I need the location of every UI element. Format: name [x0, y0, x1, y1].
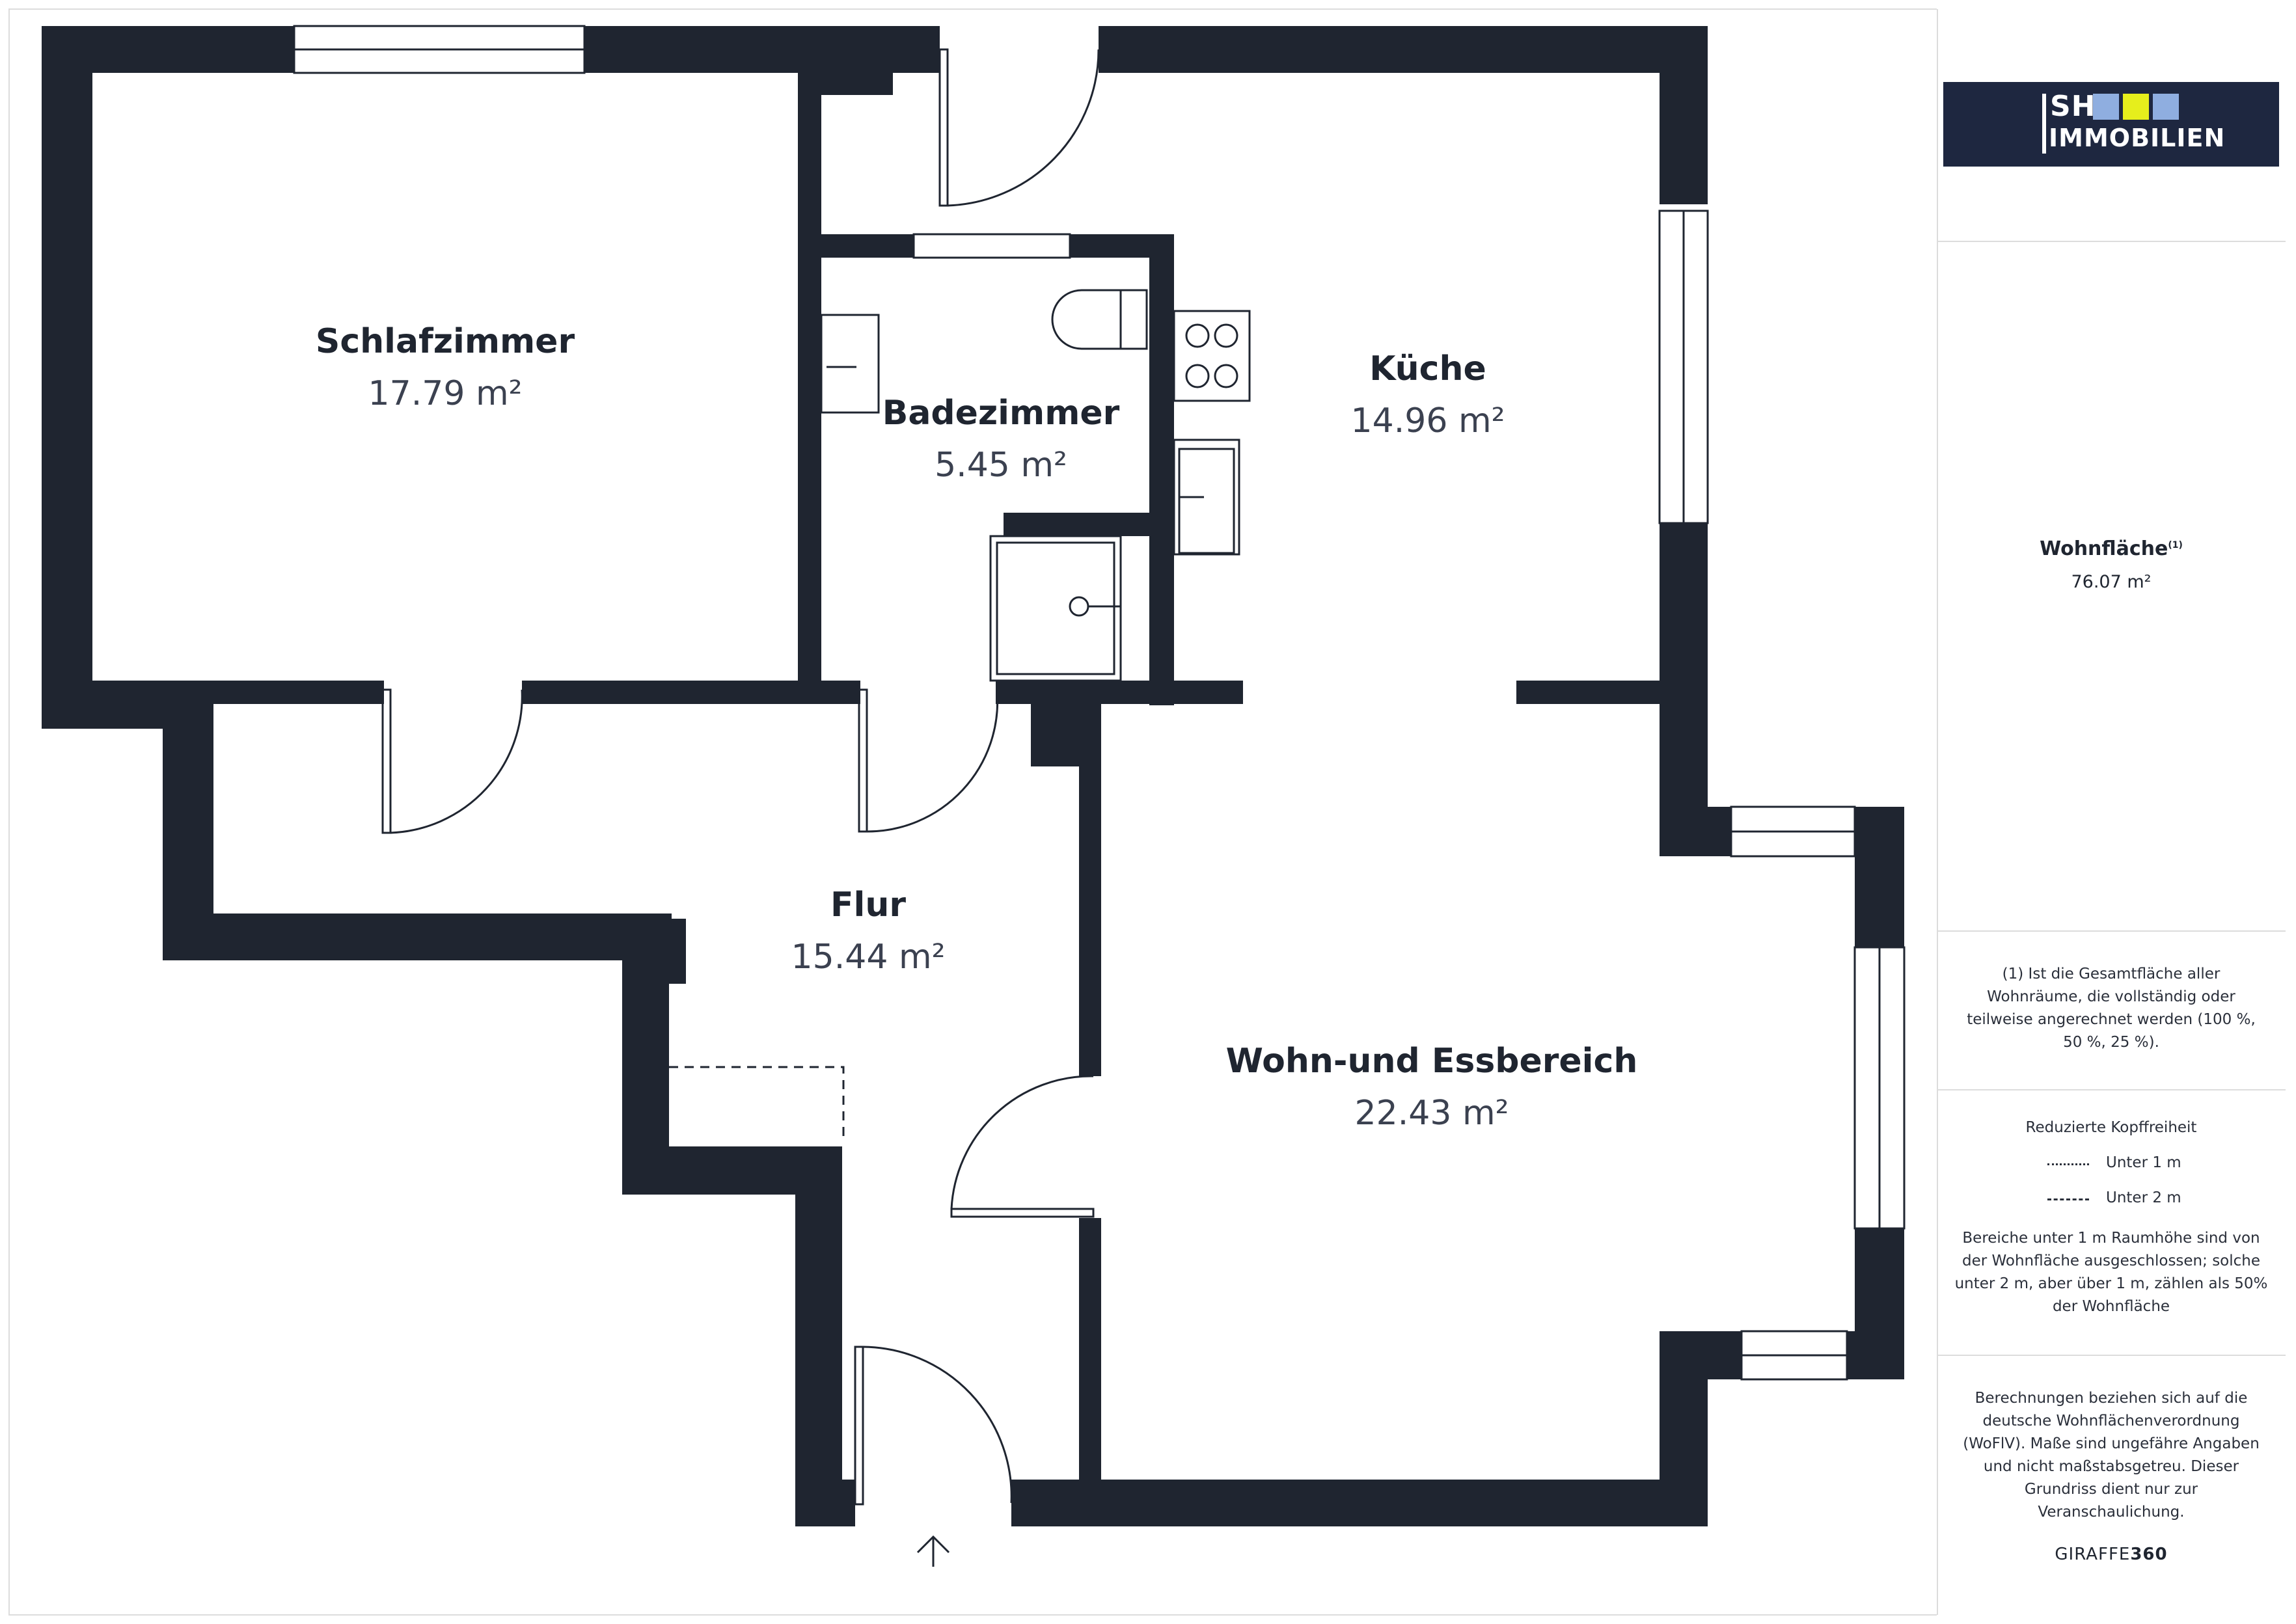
- doors: [381, 48, 1100, 1506]
- door-front: [854, 1346, 1013, 1506]
- svg-text:22.43 m²: 22.43 m²: [1355, 1094, 1509, 1133]
- logo-square-blue-1: [2093, 94, 2119, 120]
- brand-text-light: GIRAFFE: [2055, 1545, 2131, 1564]
- bathroom-sink-icon: [820, 314, 880, 414]
- wall: [1079, 1218, 1101, 1526]
- walls: [42, 26, 1904, 1526]
- logo-text-immobilien: IMMOBILIEN: [2049, 124, 2226, 152]
- wohnflaeche-block: Wohnfläche(1) 76.07 m²: [1937, 537, 2286, 592]
- disclaimer-text: Berechnungen beziehen sich auf die deuts…: [1963, 1390, 2260, 1521]
- footnote-text: (1) Ist die Gesamtfläche aller Wohnräume…: [1967, 966, 2256, 1051]
- logo-square-blue-2: [2153, 94, 2179, 120]
- room-label-schlafzimmer: Schlafzimmer 17.79 m²: [316, 322, 575, 413]
- brand-text-bold: 360: [2130, 1545, 2168, 1564]
- door-entry-top: [938, 48, 1100, 207]
- wall: [821, 681, 860, 704]
- logo-text-sh: SH: [2050, 90, 2096, 123]
- fixtures: [820, 289, 1251, 682]
- company-logo: SH IMMOBILIEN: [1943, 82, 2279, 167]
- svg-text:Küche: Küche: [1369, 349, 1486, 388]
- divider: [1937, 1355, 2286, 1356]
- legend-panel: SH IMMOBILIEN Wohnfläche(1) 76.07 m² (1)…: [1937, 9, 2286, 1616]
- svg-text:Wohn-und Essbereich: Wohn-und Essbereich: [1226, 1042, 1638, 1081]
- wall: [820, 26, 893, 95]
- wohnflaeche-label: Wohnfläche: [2040, 537, 2168, 560]
- wall: [1660, 523, 1708, 856]
- room-label-flur: Flur 15.44 m²: [791, 886, 946, 977]
- wall: [996, 681, 1243, 704]
- divider: [1937, 930, 2286, 932]
- logo-square-yellow: [2123, 94, 2149, 120]
- wohnflaeche-footnote-marker: (1): [2168, 540, 2183, 550]
- wall: [163, 914, 672, 960]
- kitchen-sink-icon: [1173, 439, 1240, 556]
- toilet-icon: [1051, 289, 1148, 350]
- shower-icon: [989, 535, 1122, 682]
- divider: [1937, 1089, 2286, 1090]
- entrance-arrow-icon: [916, 1535, 950, 1567]
- reduced-headroom-under-2m: [669, 1066, 845, 1140]
- wall: [1660, 26, 1708, 204]
- legend-label-under-1m: Unter 1 m: [2106, 1154, 2181, 1171]
- svg-text:5.45 m²: 5.45 m²: [935, 446, 1067, 485]
- door-bathroom: [858, 688, 999, 833]
- wall: [1660, 807, 1731, 856]
- panel-left-border: [1937, 9, 1938, 1615]
- svg-text:15.44 m²: 15.44 m²: [791, 938, 946, 977]
- legend-label-under-2m: Unter 2 m: [2106, 1189, 2181, 1206]
- wall: [1079, 704, 1101, 1076]
- wall: [795, 1146, 842, 1526]
- wall: [42, 681, 384, 704]
- room-label-wohn-und-essbereich: Wohn-und Essbereich 22.43 m²: [1226, 1042, 1638, 1133]
- headroom-explanation: Bereiche unter 1 m Raumhöhe sind von der…: [1954, 1230, 2268, 1315]
- svg-text:Badezimmer: Badezimmer: [882, 394, 1120, 433]
- page-border: [8, 8, 1937, 1616]
- svg-text:Flur: Flur: [830, 886, 906, 925]
- wall: [1847, 1331, 1904, 1379]
- room-label-kueche: Küche 14.96 m²: [1351, 349, 1505, 440]
- door-bedroom: [381, 688, 523, 834]
- svg-text:17.79 m²: 17.79 m²: [368, 374, 523, 413]
- wall: [522, 681, 821, 704]
- floor-plan: Schlafzimmer 17.79 m² Badezimmer 5.45 m²…: [8, 8, 1937, 1616]
- room-label-badezimmer: Badezimmer 5.45 m²: [882, 394, 1120, 485]
- dotted-line-icon: [2047, 1163, 2089, 1165]
- svg-text:Schlafzimmer: Schlafzimmer: [316, 322, 575, 361]
- giraffe360-brand: GIRAFFE360: [1937, 1545, 2286, 1564]
- divider: [1937, 241, 2286, 242]
- windows: [293, 25, 1906, 1381]
- wall: [1099, 26, 1708, 73]
- window: [912, 233, 1071, 259]
- wall: [1855, 807, 1904, 947]
- stove-icon: [1173, 310, 1251, 402]
- dashed-line-icon: [2047, 1198, 2089, 1200]
- logo-bracket: [2042, 94, 2046, 154]
- legend-row-under-1m: Unter 1 m: [2047, 1152, 2243, 1175]
- legend-row-under-2m: Unter 2 m: [2047, 1187, 2243, 1210]
- wall: [798, 73, 821, 704]
- wall: [1004, 513, 1149, 536]
- wohnflaeche-value: 76.07 m²: [2071, 572, 2152, 592]
- wall: [42, 26, 92, 729]
- door-living: [950, 1075, 1095, 1218]
- svg-text:14.96 m²: 14.96 m²: [1351, 401, 1505, 440]
- headroom-title: Reduzierte Kopffreiheit: [2025, 1119, 2197, 1136]
- wall: [1149, 234, 1174, 705]
- wall: [1011, 1480, 1708, 1526]
